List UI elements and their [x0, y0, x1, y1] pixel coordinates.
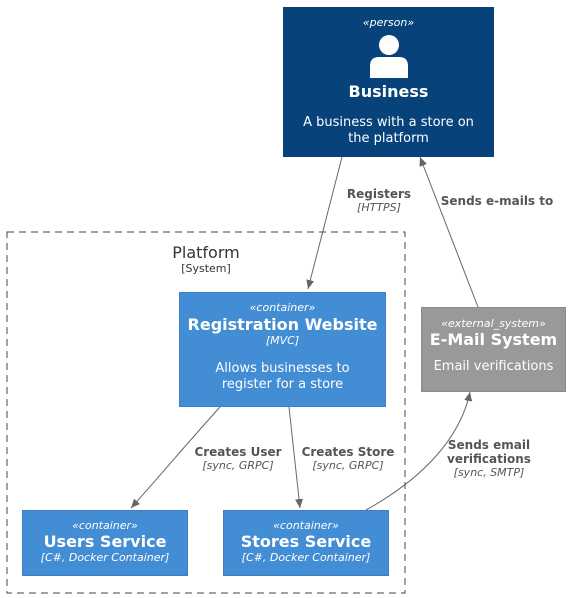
- email-system[interactable]: «external_system» E-Mail System Email ve…: [421, 307, 566, 392]
- stores-title: Stores Service: [240, 532, 372, 551]
- person-description: A business with a store on the platform: [303, 115, 474, 146]
- creates-user-label: Creates User [sync, GRPC]: [186, 445, 290, 473]
- registers-label: Registers [HTTPS]: [336, 187, 422, 215]
- registration-stereotype: «container»: [249, 301, 316, 314]
- stores-stereotype: «container»: [273, 519, 339, 532]
- email-title: E-Mail System: [429, 330, 558, 349]
- sends-verifications-arrow: [365, 391, 473, 511]
- users-tech: [C#, Docker Container]: [40, 551, 170, 564]
- registers-tech: [HTTPS]: [357, 201, 401, 214]
- person-icon: [369, 35, 408, 78]
- creates-user-text: Creates User: [194, 445, 282, 459]
- users-title: Users Service: [43, 532, 167, 551]
- stores-tech: [C#, Docker Container]: [241, 551, 371, 564]
- registration-website-container[interactable]: «container» Registration Website [MVC] A…: [179, 292, 386, 407]
- business-person[interactable]: «person» Business A business with a stor…: [283, 7, 494, 157]
- boundary-type: [System]: [181, 262, 231, 275]
- users-service-container[interactable]: «container» Users Service [C#, Docker Co…: [22, 510, 188, 576]
- registration-title: Registration Website: [187, 315, 378, 334]
- stores-service-container[interactable]: «container» Stores Service [C#, Docker C…: [223, 510, 389, 576]
- person-title: Business: [348, 82, 429, 101]
- sends-emails-arrow: [419, 156, 479, 308]
- creates-store-text: Creates Store: [301, 445, 395, 459]
- sends-emails-text: Sends e-mails to: [440, 194, 554, 208]
- creates-store-arrow: [288, 406, 304, 509]
- creates-store-tech: [sync, GRPC]: [312, 459, 384, 472]
- sends-emails-label: Sends e-mails to: [432, 194, 562, 208]
- platform-boundary: [6, 231, 406, 594]
- registration-description: Allows businesses to register for a stor…: [215, 361, 350, 392]
- creates-store-label: Creates Store [sync, GRPC]: [295, 445, 401, 473]
- boundary-title: Platform: [172, 243, 240, 262]
- email-description: Email verifications: [433, 359, 554, 374]
- sends-verifications-text: Sends email verifications: [447, 438, 531, 466]
- sends-verifications-tech: [sync, SMTP]: [453, 466, 525, 479]
- users-stereotype: «container»: [72, 519, 138, 532]
- creates-user-arrow: [130, 406, 221, 509]
- registration-tech: [MVC]: [265, 334, 300, 347]
- registers-arrow: [306, 156, 343, 290]
- boundary-label: Platform [System]: [146, 243, 266, 275]
- email-stereotype: «external_system»: [441, 317, 546, 330]
- registers-text: Registers: [346, 187, 412, 201]
- person-stereotype: «person»: [362, 16, 415, 29]
- sends-verifications-label: Sends email verifications [sync, SMTP]: [434, 438, 544, 480]
- creates-user-tech: [sync, GRPC]: [202, 459, 274, 472]
